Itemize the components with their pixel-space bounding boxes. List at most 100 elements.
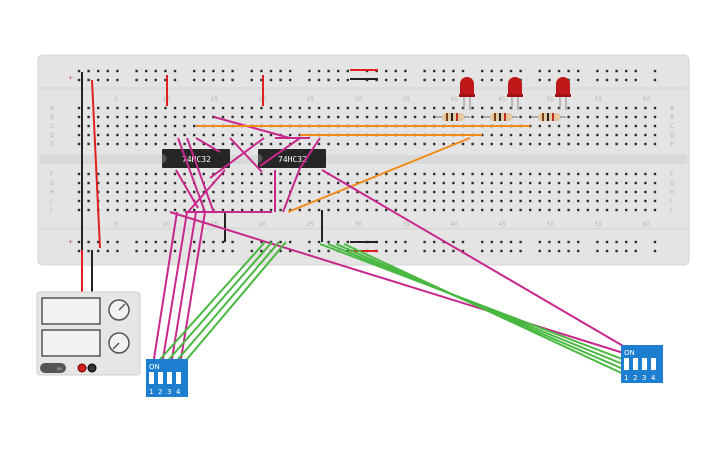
rail-symbol-bottom: + bbox=[68, 239, 73, 246]
wire-magenta[interactable] bbox=[299, 137, 321, 169]
dip-switch-2[interactable]: ON 1 2 3 4 bbox=[621, 345, 663, 383]
column-number: 15 bbox=[210, 96, 218, 103]
column-number: 15 bbox=[210, 221, 218, 228]
wire-magenta[interactable] bbox=[177, 137, 206, 213]
wire-magenta[interactable] bbox=[175, 169, 199, 209]
psu-power-button[interactable] bbox=[40, 363, 66, 373]
column-number: 60 bbox=[642, 96, 650, 103]
orange-wires bbox=[196, 125, 530, 213]
psu-display-current bbox=[41, 329, 101, 357]
power-supply[interactable]: on bbox=[36, 291, 141, 376]
wire-magenta[interactable] bbox=[179, 211, 206, 366]
wire-orange[interactable] bbox=[287, 137, 471, 213]
row-letter: F bbox=[50, 171, 54, 178]
chip-label: 74HC32 bbox=[278, 155, 307, 164]
dip-toggle[interactable] bbox=[633, 358, 638, 370]
column-number: 40 bbox=[450, 221, 458, 228]
dip-pin-label: 4 bbox=[651, 374, 656, 382]
dip-toggles bbox=[624, 358, 656, 370]
dip-on-label: ON bbox=[624, 349, 635, 357]
dip-toggle[interactable] bbox=[651, 358, 656, 370]
breadboard-center-channel bbox=[40, 155, 687, 164]
row-letter: F bbox=[670, 171, 674, 178]
column-number: 35 bbox=[402, 96, 410, 103]
row-letter: E bbox=[50, 141, 54, 148]
wire-magenta[interactable] bbox=[152, 211, 178, 366]
dip-toggle[interactable] bbox=[642, 358, 647, 370]
column-number: 20 bbox=[258, 221, 266, 228]
row-letter: I bbox=[670, 198, 672, 205]
dip-toggle[interactable] bbox=[158, 372, 163, 384]
chip-74hc32-1[interactable]: 74HC32 bbox=[162, 149, 230, 168]
wire-magenta[interactable] bbox=[169, 211, 631, 356]
wire-magenta[interactable] bbox=[186, 137, 215, 214]
column-number: 10 bbox=[162, 221, 170, 228]
dip-pin-label: 2 bbox=[633, 374, 637, 382]
row-letter: H bbox=[670, 189, 675, 196]
wire-magenta[interactable] bbox=[282, 167, 301, 213]
dip-pin-label: 4 bbox=[176, 388, 181, 396]
column-number: 5 bbox=[114, 221, 118, 228]
led-2[interactable] bbox=[507, 77, 523, 110]
psu-terminal-positive[interactable] bbox=[77, 363, 87, 373]
dip-toggle[interactable] bbox=[167, 372, 172, 384]
dip-switch-1[interactable]: ON 1 2 3 4 bbox=[146, 359, 188, 397]
led-3[interactable] bbox=[555, 77, 571, 110]
wire-magenta[interactable] bbox=[161, 211, 188, 366]
row-letter: E bbox=[670, 141, 674, 148]
wire-red-rail[interactable] bbox=[91, 79, 101, 249]
dip-toggle[interactable] bbox=[176, 372, 181, 384]
wire-green[interactable] bbox=[343, 243, 631, 378]
column-number: 50 bbox=[546, 96, 554, 103]
row-letter: C bbox=[670, 123, 674, 130]
column-number: 60 bbox=[642, 221, 650, 228]
psu-button-label: on bbox=[57, 366, 62, 371]
column-number: 45 bbox=[498, 221, 506, 228]
wire-green[interactable] bbox=[181, 241, 287, 366]
wire-magenta[interactable] bbox=[229, 137, 263, 173]
wire-magenta[interactable] bbox=[213, 116, 291, 139]
row-letter: B bbox=[670, 114, 674, 121]
column-number: 55 bbox=[594, 96, 602, 103]
dip-toggle[interactable] bbox=[149, 372, 154, 384]
dip-pin-label: 2 bbox=[158, 388, 162, 396]
row-letter: C bbox=[50, 123, 54, 130]
resistor-1[interactable] bbox=[435, 113, 470, 121]
top-rail-separator bbox=[40, 87, 687, 90]
led-1[interactable] bbox=[459, 77, 475, 110]
dip-pin-label: 1 bbox=[149, 388, 153, 396]
wire-green[interactable] bbox=[163, 241, 273, 366]
row-letter: H bbox=[50, 189, 55, 196]
wire-green[interactable] bbox=[154, 241, 266, 366]
wire-magenta[interactable] bbox=[187, 169, 226, 213]
row-letter: G bbox=[670, 180, 675, 187]
wire-magenta[interactable] bbox=[259, 137, 301, 167]
green-switch-wires bbox=[154, 241, 631, 378]
row-letter: G bbox=[50, 180, 55, 187]
resistor-3[interactable] bbox=[531, 113, 566, 121]
column-number: 35 bbox=[402, 221, 410, 228]
wire-magenta[interactable] bbox=[195, 137, 221, 153]
dip-toggle[interactable] bbox=[624, 358, 629, 370]
wire-magenta[interactable] bbox=[209, 137, 265, 179]
psu-display-voltage bbox=[41, 297, 101, 325]
column-number: 30 bbox=[354, 221, 362, 228]
column-number: 5 bbox=[114, 96, 118, 103]
psu-terminal-negative[interactable] bbox=[87, 363, 97, 373]
wire-green[interactable] bbox=[172, 241, 280, 366]
row-letter: A bbox=[670, 105, 675, 112]
row-letter: D bbox=[50, 132, 55, 139]
dip-toggles bbox=[149, 372, 181, 384]
wire-magenta[interactable] bbox=[321, 169, 631, 351]
dip-pin-label: 3 bbox=[642, 374, 646, 382]
dip-pin-label: 1 bbox=[624, 374, 628, 382]
chip-74hc32-2[interactable]: 74HC32 bbox=[258, 149, 326, 168]
magenta-switch-wires bbox=[152, 169, 631, 366]
resistor-2[interactable] bbox=[483, 113, 518, 121]
column-number: 45 bbox=[498, 96, 506, 103]
wire-magenta[interactable] bbox=[170, 211, 197, 366]
dip-on-label: ON bbox=[149, 363, 160, 371]
